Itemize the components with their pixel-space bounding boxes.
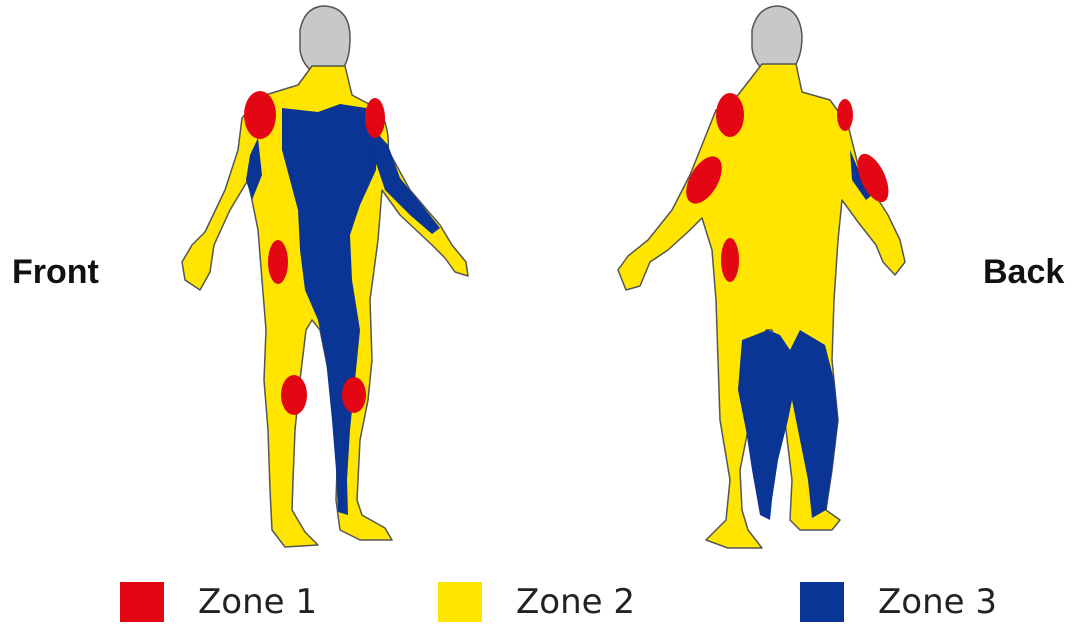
- back-shoulder-right-zone1: [837, 99, 853, 131]
- back-shoulder-left-zone1: [716, 93, 744, 137]
- legend-item-zone3: Zone 3: [800, 580, 997, 624]
- legend-item-zone1: Zone 1: [120, 580, 317, 624]
- legend-item-zone2: Zone 2: [438, 580, 635, 624]
- legend-swatch-zone3: [800, 582, 844, 622]
- legend-label-zone1: Zone 1: [198, 582, 317, 622]
- legend-label-zone3: Zone 3: [878, 582, 997, 622]
- legend-swatch-zone2: [438, 582, 482, 622]
- legend-swatch-zone1: [120, 582, 164, 622]
- back-hip-zone1: [721, 238, 739, 282]
- legend-label-zone2: Zone 2: [516, 582, 635, 622]
